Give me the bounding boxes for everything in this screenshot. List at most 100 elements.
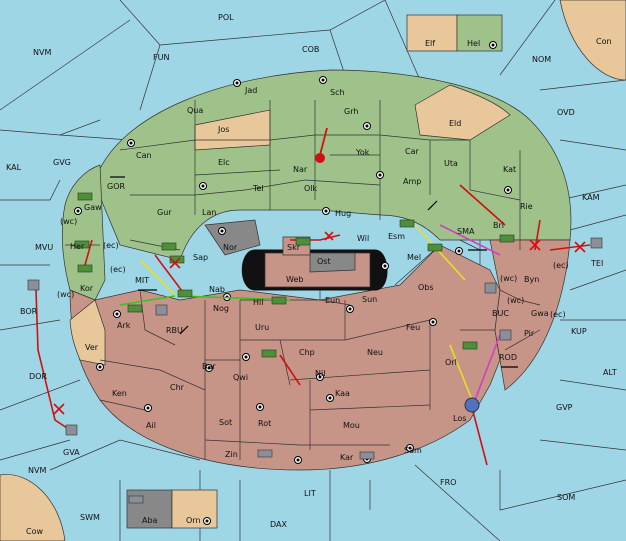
coast-tag-ec-her: (ec) bbox=[103, 241, 119, 250]
label-kar: Kar bbox=[340, 453, 354, 462]
sea-labels: POL FUN COB NVM NOM Con OVD KAL GVG GOR … bbox=[6, 13, 617, 536]
label-kat: Kat bbox=[503, 165, 516, 174]
label-gvg: GVG bbox=[53, 158, 71, 167]
label-chp: Chp bbox=[299, 348, 315, 357]
label-qua: Qua bbox=[187, 106, 203, 115]
label-eld: Eld bbox=[449, 119, 461, 128]
elf-land bbox=[406, 14, 458, 52]
label-cob: COB bbox=[302, 45, 319, 54]
label-orl: Orl bbox=[445, 358, 457, 367]
label-som: SOM bbox=[557, 493, 575, 502]
label-kup: KUP bbox=[571, 327, 587, 336]
label-rot: Rot bbox=[258, 419, 271, 428]
label-uta: Uta bbox=[444, 159, 458, 168]
supply-centres bbox=[74, 41, 512, 525]
label-lit: LIT bbox=[304, 489, 316, 498]
label-ost: Ost bbox=[317, 257, 331, 266]
label-con: Con bbox=[596, 37, 612, 46]
land-borders bbox=[65, 100, 541, 460]
label-byn: Byn bbox=[524, 275, 539, 284]
label-obs: Obs bbox=[418, 283, 434, 292]
label-sap: Sap bbox=[193, 253, 208, 262]
fleet-markers bbox=[74, 192, 515, 358]
label-elc: Elc bbox=[218, 158, 230, 167]
label-can: Can bbox=[136, 151, 152, 160]
label-qwi: Qwi bbox=[233, 373, 248, 382]
coast-tag-wc-kor: (wc) bbox=[57, 290, 74, 299]
coast-tag-wc-gwa: (wc) bbox=[507, 296, 524, 305]
label-fun: FUN bbox=[153, 53, 169, 62]
label-nvm2: NVM bbox=[28, 466, 46, 475]
label-bar: Bar bbox=[202, 362, 216, 371]
label-sma: SMA bbox=[457, 227, 475, 236]
label-ail: Ail bbox=[146, 421, 156, 430]
land-labels: Elf Hel Jad Sch Qua Jos Grh Eld Can Yok … bbox=[70, 39, 549, 525]
label-web: Web bbox=[286, 275, 303, 284]
label-ken: Ken bbox=[112, 389, 127, 398]
label-rbu: RBU bbox=[166, 326, 183, 335]
label-gva: GVA bbox=[63, 448, 80, 457]
failed-order-marks bbox=[53, 231, 586, 415]
label-uru: Uru bbox=[255, 323, 269, 332]
label-nvm: NVM bbox=[33, 48, 51, 57]
label-orn: Orn bbox=[186, 516, 201, 525]
label-nab: Nab bbox=[209, 285, 225, 294]
label-hil: Hil bbox=[253, 298, 263, 307]
label-nar: Nar bbox=[293, 165, 308, 174]
label-pol: POL bbox=[218, 13, 234, 22]
label-skr: Skr bbox=[287, 243, 301, 252]
coast-tag-ec-byn: (ec) bbox=[553, 261, 569, 270]
label-eun: Eun bbox=[325, 296, 340, 305]
label-jad: Jad bbox=[244, 86, 257, 95]
label-aba: Aba bbox=[142, 516, 158, 525]
label-mit: MIT bbox=[135, 276, 149, 285]
label-sot: Sot bbox=[219, 418, 232, 427]
ver-land bbox=[69, 299, 106, 366]
label-esm: Esm bbox=[388, 232, 405, 241]
label-mou: Mou bbox=[343, 421, 360, 430]
label-ver: Ver bbox=[85, 343, 99, 352]
label-swm: SWM bbox=[80, 513, 100, 522]
label-nog: Nog bbox=[213, 304, 229, 313]
east-arm bbox=[489, 239, 571, 391]
label-tei: TEI bbox=[590, 259, 603, 268]
order-arrows bbox=[35, 127, 591, 466]
label-cow: Cow bbox=[26, 527, 43, 536]
label-bri: Bri bbox=[493, 221, 504, 230]
label-hel: Hel bbox=[467, 39, 480, 48]
label-sam: Sam bbox=[404, 446, 422, 455]
label-feu: Feu bbox=[406, 323, 420, 332]
label-ark: Ark bbox=[117, 321, 131, 330]
label-gwa: Gwa bbox=[531, 309, 549, 318]
label-fro: FRO bbox=[440, 478, 456, 487]
label-kaa: Kaa bbox=[335, 389, 350, 398]
label-los: Los bbox=[453, 414, 466, 423]
label-tel: Tel bbox=[252, 184, 264, 193]
label-zin: Zin bbox=[225, 450, 238, 459]
label-sch: Sch bbox=[330, 88, 345, 97]
label-yok: Yok bbox=[355, 148, 370, 157]
label-gvp: GVP bbox=[556, 403, 573, 412]
label-kor: Kor bbox=[80, 284, 94, 293]
label-hug: Hug bbox=[335, 209, 351, 218]
label-grh: Grh bbox=[344, 107, 358, 116]
label-chr: Chr bbox=[170, 383, 185, 392]
coast-tag-wc-her: (wc) bbox=[60, 217, 77, 226]
army-markers bbox=[27, 237, 603, 504]
label-alt: ALT bbox=[603, 368, 617, 377]
coast-tag-ec-kor: (ec) bbox=[110, 265, 126, 274]
label-neu: Neu bbox=[367, 348, 383, 357]
label-buc: BUC bbox=[492, 309, 509, 318]
label-bor: BOR bbox=[20, 307, 38, 316]
label-kam: KAM bbox=[582, 193, 600, 202]
label-gaw: Gaw bbox=[84, 203, 102, 212]
eld-land bbox=[414, 84, 511, 141]
label-car: Car bbox=[405, 147, 419, 156]
label-wil: Wil bbox=[357, 234, 369, 243]
label-nil: Nil bbox=[315, 369, 325, 378]
label-dax: DAX bbox=[270, 520, 287, 529]
label-nom: NOM bbox=[532, 55, 551, 64]
label-olk: Olk bbox=[304, 184, 318, 193]
central-ost bbox=[309, 252, 356, 273]
coast-tag-wc-byn: (wc) bbox=[500, 274, 517, 283]
